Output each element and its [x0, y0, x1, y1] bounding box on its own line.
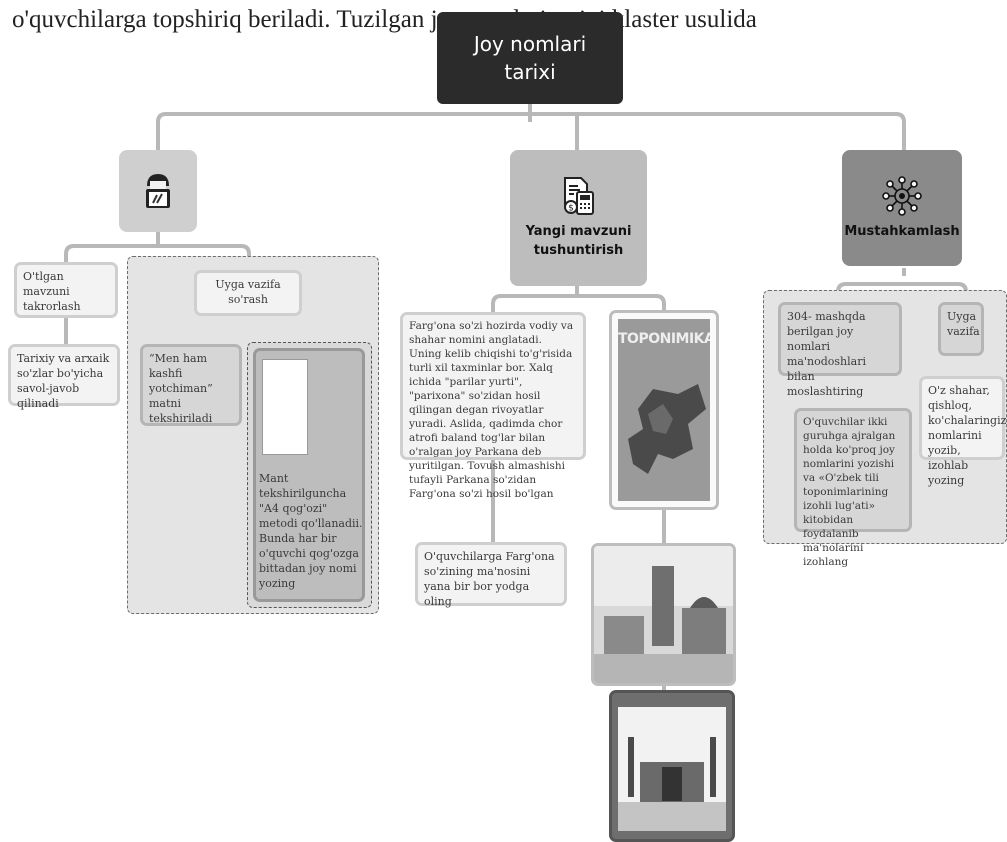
a4-method-text: Mant tekshirilguncha "A4 qog'ozi" metodi…	[259, 472, 363, 590]
root-title: Joy nomlari tarixi	[437, 12, 623, 104]
root-title-text: Joy nomlari tarixi	[473, 32, 587, 84]
branch-label-new-topic: Yangi mavzuni tushuntirish	[525, 224, 632, 258]
registan-photo	[609, 690, 735, 842]
branch-label-consolidation: Mustahkamlash	[844, 223, 960, 239]
calculator-document-icon: $	[563, 177, 594, 215]
node-homework-check: Uyga vazifa so'rash	[194, 270, 302, 316]
node-review-questions: Tarixiy va arxaik so'zlar bo'yicha savol…	[8, 344, 120, 410]
book-cover: TOPONIMIKA	[618, 319, 710, 501]
khiva-photo	[591, 543, 736, 686]
registan-square-image	[618, 707, 726, 831]
branch-card-review	[119, 150, 197, 232]
a4-paper-image	[262, 359, 308, 455]
book-title: TOPONIMIKA	[618, 331, 710, 347]
node-homework: Uyga vazifa	[938, 302, 984, 356]
svg-text:$: $	[568, 204, 574, 214]
intro-text: o'quvchilarga topshiriq beriladi. Tuzilg…	[12, 6, 757, 33]
branch-card-consolidation: Mustahkamlash	[842, 150, 962, 266]
node-fergana-explanation: Farg'ona so'zi hozirda vodiy va shahar n…	[400, 312, 586, 500]
node-review: O'tlgan mavzuni takrorlash	[14, 262, 118, 318]
node-homework-task: O'z shahar, qishloq, ko'chalaringiz noml…	[919, 376, 1006, 487]
map-illustration	[628, 384, 706, 474]
toponimika-book-image: TOPONIMIKA	[609, 310, 719, 510]
node-recall-task: O'quvchilarga Farg'ona so'zining ma'nosi…	[415, 542, 567, 608]
branch-card-new-topic: $ Yangi mavzuni tushuntirish	[510, 150, 647, 286]
node-exercise-304: 304- mashqda berilgan joy nomlari ma'nod…	[778, 302, 902, 398]
network-nodes-icon	[882, 175, 922, 216]
node-explorer-text: “Men ham kashfi yotchiman” matni tekshir…	[140, 344, 242, 426]
node-a4-method: Mant tekshirilguncha "A4 qog'ozi" metodi…	[253, 348, 365, 602]
node-group-work: O'quvchilar ikki guruhga ajralgan holda …	[794, 408, 912, 568]
khiva-minaret-image	[594, 546, 733, 683]
student-writing-icon	[146, 174, 170, 208]
